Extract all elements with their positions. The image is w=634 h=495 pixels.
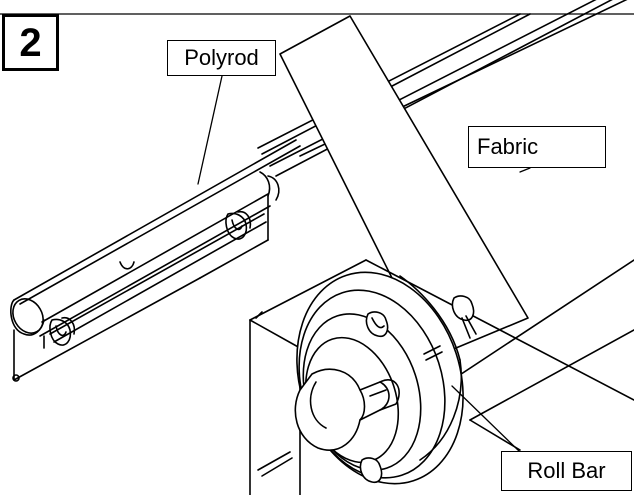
fabric-sheet — [279, 15, 529, 359]
rollbar-leader — [451, 385, 521, 453]
polyrod — [10, 139, 301, 343]
step-number-badge: 2 — [2, 14, 59, 71]
mounting-plate — [12, 195, 269, 382]
cap-clip-top — [365, 311, 389, 338]
cap-clip-right — [451, 295, 477, 339]
cap-pins — [257, 345, 443, 477]
clip-right — [225, 210, 252, 240]
hub — [294, 368, 400, 451]
polyrod-label: Polyrod — [167, 40, 276, 76]
roll-bar — [439, 259, 634, 451]
cap-clip-bottom — [359, 457, 383, 484]
roll-bar-label: Roll Bar — [501, 451, 632, 491]
clip-left — [49, 316, 76, 346]
fabric-leader — [519, 167, 531, 173]
leader-lines — [197, 75, 531, 453]
polyrod-leader — [197, 75, 223, 185]
fabric-label: Fabric — [468, 126, 606, 168]
